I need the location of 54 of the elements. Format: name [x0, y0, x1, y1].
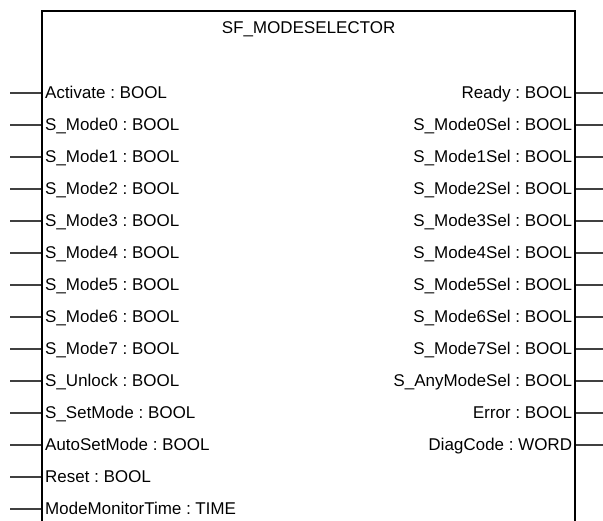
pin-line — [576, 92, 603, 94]
pin-line — [576, 188, 603, 190]
input-pin-label: ModeMonitorTime : TIME — [43, 498, 236, 520]
pin-line — [10, 476, 41, 478]
input-pin-label: S_Mode5 : BOOL — [43, 274, 180, 296]
input-pin-label: S_Mode2 : BOOL — [43, 178, 180, 200]
pin-line — [10, 316, 41, 318]
output-pin-label: S_Mode7Sel : BOOL — [413, 338, 574, 360]
input-pin-label: S_Mode4 : BOOL — [43, 242, 180, 264]
input-pin-label: S_Mode0 : BOOL — [43, 114, 180, 136]
pin-line — [576, 348, 603, 350]
input-pin-label: S_Mode6 : BOOL — [43, 306, 180, 328]
pin-line — [576, 220, 603, 222]
pin-line — [576, 444, 603, 446]
pin-line — [10, 348, 41, 350]
output-pin-label: S_AnyModeSel : BOOL — [393, 370, 574, 392]
pin-line — [10, 444, 41, 446]
input-pin-label: S_Mode7 : BOOL — [43, 338, 180, 360]
pin-line — [10, 124, 41, 126]
input-pin-label: S_Unlock : BOOL — [43, 370, 180, 392]
pin-line — [576, 316, 603, 318]
input-pin-label: S_Mode1 : BOOL — [43, 146, 180, 168]
input-pin-label: S_SetMode : BOOL — [43, 402, 196, 424]
pin-line — [576, 412, 603, 414]
pin-line — [10, 412, 41, 414]
input-pin-label: Reset : BOOL — [43, 466, 151, 488]
pin-line — [576, 284, 603, 286]
pin-line — [10, 156, 41, 158]
pin-line — [576, 380, 603, 382]
pin-line — [10, 380, 41, 382]
input-pin-label: Activate : BOOL — [43, 82, 167, 104]
output-pin-label: Ready : BOOL — [461, 82, 574, 104]
output-pin-label: S_Mode4Sel : BOOL — [413, 242, 574, 264]
pin-line — [10, 188, 41, 190]
pin-line — [10, 508, 41, 510]
pin-line — [10, 220, 41, 222]
output-pin-label: S_Mode0Sel : BOOL — [413, 114, 574, 136]
function-block — [41, 10, 576, 521]
output-pin-label: DiagCode : WORD — [428, 434, 574, 456]
output-pin-label: Error : BOOL — [472, 402, 574, 424]
pin-line — [10, 92, 41, 94]
pin-line — [576, 124, 603, 126]
pin-line — [576, 156, 603, 158]
pin-line — [10, 252, 41, 254]
block-title: SF_MODESELECTOR — [220, 18, 396, 38]
output-pin-label: S_Mode6Sel : BOOL — [413, 306, 574, 328]
output-pin-label: S_Mode5Sel : BOOL — [413, 274, 574, 296]
output-pin-label: S_Mode1Sel : BOOL — [413, 146, 574, 168]
output-pin-label: S_Mode3Sel : BOOL — [413, 210, 574, 232]
pin-line — [576, 252, 603, 254]
input-pin-label: S_Mode3 : BOOL — [43, 210, 180, 232]
output-pin-label: S_Mode2Sel : BOOL — [413, 178, 574, 200]
input-pin-label: AutoSetMode : BOOL — [43, 434, 210, 456]
pin-line — [10, 284, 41, 286]
